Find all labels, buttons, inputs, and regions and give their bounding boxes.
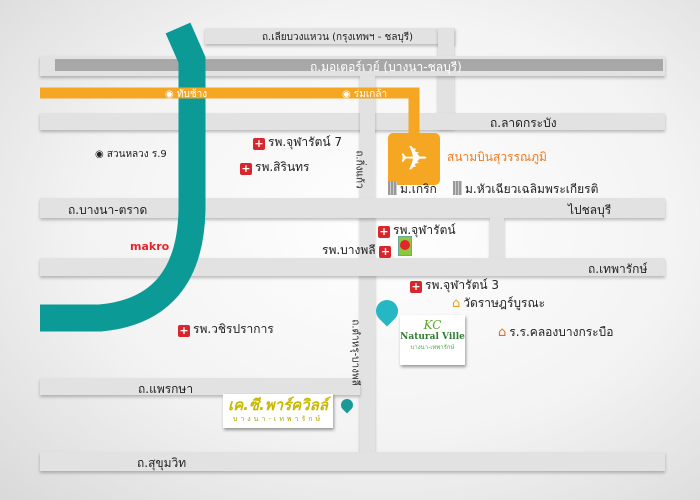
label-tamru-bangphli: ถ.ตำหรุ-บางพลี xyxy=(349,319,361,386)
bts-line xyxy=(40,87,420,135)
road-outer-ring-vertical xyxy=(438,28,454,128)
label-makro: makro xyxy=(130,240,170,253)
label-theparak: ถ.เทพารักษ์ xyxy=(588,262,648,276)
label-chularat3: +รพ.จุฬารัตน์ 3 xyxy=(410,278,500,293)
label-wachira: +รพ.วชิรปราการ xyxy=(178,322,274,337)
hospital-icon: + xyxy=(410,280,422,293)
label-sukhumvit: ถ.สุขุมวิท xyxy=(137,456,187,470)
airport-icon: ✈ xyxy=(388,133,440,185)
hospital-icon: + xyxy=(253,137,265,150)
river xyxy=(40,22,206,332)
school-icon: ⌂ xyxy=(498,325,507,340)
label-hcu: ม.หัวเฉียวเฉลิมพระเกียรติ xyxy=(453,180,598,199)
label-airport: สนามบินสุวรรณภูมิ xyxy=(447,150,547,164)
hospital-icon: + xyxy=(178,324,190,337)
label-wat: ⌂วัดราษฎร์บูรณะ xyxy=(452,296,546,311)
label-sirindhorn: +รพ.สิรินทร xyxy=(240,160,310,175)
label-suan-luang: ◉ สวนหลวง ร.9 xyxy=(95,149,167,160)
road-phraeksa xyxy=(40,378,360,395)
bigc-logo-icon xyxy=(398,236,412,256)
label-outer-ring: ถ.เลียบวงแหวน (กรุงเทพฯ - ชลบุรี) xyxy=(262,32,414,43)
label-to-chonburi: ไปชลบุรี xyxy=(568,203,612,217)
hospital-icon: + xyxy=(378,225,390,238)
hospital-icon: + xyxy=(379,245,392,258)
natural-ville-logo: KC Natural Ville บางนา-เทพารักษ์ xyxy=(400,315,465,365)
label-school: ⌂ร.ร.คลองบางกระบือ xyxy=(498,325,614,340)
station-thap-chang: ◉ ทับช้าง xyxy=(165,89,208,100)
road-motorway-inner xyxy=(55,59,663,71)
road-sukhumvit xyxy=(40,452,665,471)
label-krirk: ม.เกริก xyxy=(388,180,437,199)
building-icon xyxy=(453,181,462,195)
label-chularat: +รพ.จุฬารัตน์ xyxy=(378,223,456,238)
label-phraeksa: ถ.แพรกษา xyxy=(138,382,194,396)
hospital-icon: + xyxy=(240,162,252,175)
label-lat-krabang: ถ.ลาดกระบัง xyxy=(490,116,557,130)
label-chularat7: +รพ.จุฬารัตน์ 7 xyxy=(253,135,343,150)
label-bangna-trat: ถ.บางนา-ตราด xyxy=(68,203,148,217)
building-icon xyxy=(388,181,397,195)
label-bangphli: รพ.บางพลี + xyxy=(322,243,392,258)
label-motorway: ถ.มอเตอร์เวย์ (บางนา-ชลบุรี) xyxy=(310,60,462,74)
kc-park-ville-logo: เค.ซี.พาร์ควิลล์ บางนา-เทพารักษ์ xyxy=(223,394,333,428)
temple-icon: ⌂ xyxy=(452,296,461,311)
station-rom-klao: ◉ ร่มเกล้า xyxy=(342,89,388,100)
label-king-kaew: ถ.กิ่งแก้ว xyxy=(353,150,365,189)
road-outer-ring xyxy=(205,28,455,44)
road-connector xyxy=(490,218,504,260)
